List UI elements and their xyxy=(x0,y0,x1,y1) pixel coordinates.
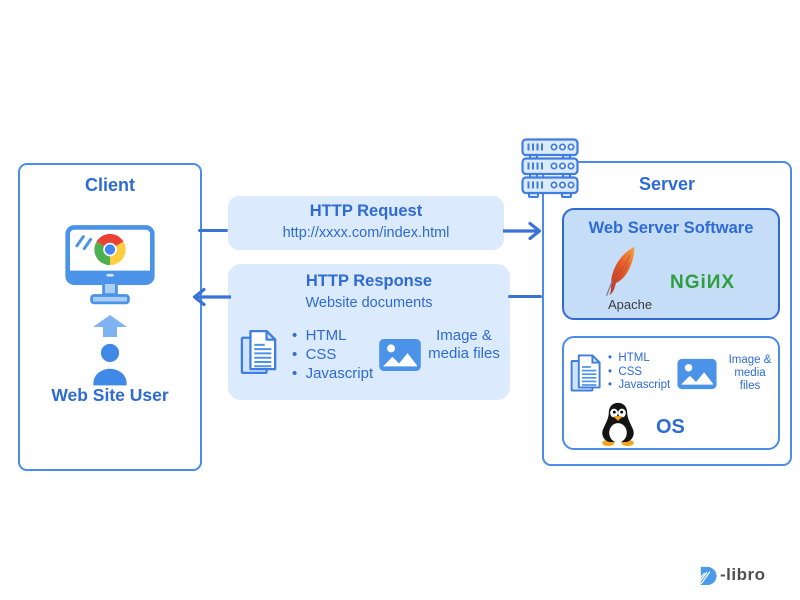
http-response-subtitle: Website documents xyxy=(305,295,433,311)
apache-label: Apache xyxy=(607,297,653,312)
response-arrow-left xyxy=(192,287,231,307)
web-site-user-label: Web Site User xyxy=(51,385,169,405)
os-doc-list: HTML CSS Javascript xyxy=(608,352,670,393)
http-request-url: http://xxxx.com/index.html xyxy=(282,225,450,241)
dlibro-logo-text: -libro xyxy=(720,565,766,584)
web-server-software-box: Web Server Software Apache NGiИX xyxy=(562,208,780,320)
list-item: HTML xyxy=(292,326,373,345)
chrome-logo-icon xyxy=(94,233,126,266)
request-arrow-right xyxy=(503,221,542,241)
os-media-label: Image & media files xyxy=(728,354,772,392)
document-stack-icon-small xyxy=(570,354,601,392)
list-item: Javascript xyxy=(292,364,374,383)
http-request-title: HTTP Request xyxy=(309,202,423,220)
person-icon xyxy=(93,343,127,386)
dlibro-logo: -libro xyxy=(697,563,787,587)
request-line-left xyxy=(198,229,228,232)
http-response-panel: HTTP Response Website documents HTML CSS… xyxy=(228,264,510,400)
http-request-panel: HTTP Request http://xxxx.com/index.html xyxy=(228,196,504,250)
tux-penguin-icon xyxy=(602,402,634,446)
response-line-right xyxy=(508,295,542,298)
list-item: Javascript xyxy=(608,379,670,393)
nginx-logo: NGiИX xyxy=(670,272,736,293)
client-title: Client xyxy=(84,175,135,195)
image-icon xyxy=(379,338,421,372)
web-server-software-title: Web Server Software xyxy=(588,219,754,237)
response-media-label: Image & media files xyxy=(428,327,500,362)
dlibro-logo-icon xyxy=(698,566,717,585)
list-item: HTML xyxy=(608,352,670,366)
up-arrow-icon xyxy=(93,315,127,337)
os-label: OS xyxy=(656,416,685,438)
response-doc-list: HTML CSS Javascript xyxy=(292,326,374,383)
http-response-title: HTTP Response xyxy=(305,272,433,290)
os-box: HTML CSS Javascript Image & media files … xyxy=(562,336,780,450)
monitor-chrome-icon xyxy=(65,225,155,305)
client-box: Client Web Site User xyxy=(18,163,202,471)
image-icon-small xyxy=(677,358,717,390)
list-item: CSS xyxy=(292,345,373,364)
list-item: CSS xyxy=(608,366,670,380)
server-rack-icon xyxy=(521,138,579,198)
document-stack-icon xyxy=(240,329,277,375)
server-title: Server xyxy=(638,174,696,194)
apache-feather-icon xyxy=(606,246,635,296)
